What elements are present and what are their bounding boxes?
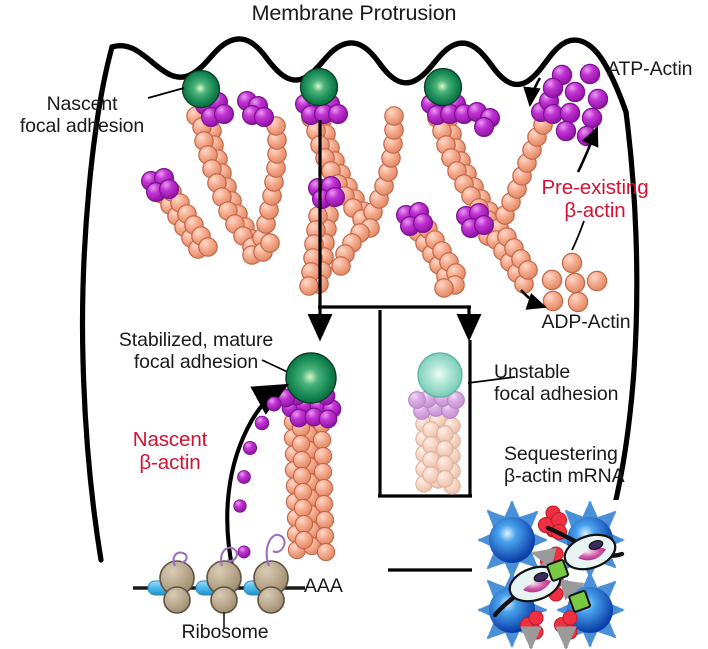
zbp-sphere-tl: [489, 517, 535, 563]
nascent-actin-cap-branch-right: [396, 202, 434, 237]
page-title: Membrane Protrusion: [251, 1, 457, 25]
unstable-focal-adhesion-bundle: [408, 352, 465, 495]
label-atp-actin: ATP-Actin: [607, 58, 693, 80]
atp-actin-pool: [542, 63, 609, 147]
label-nascent-beta-actin: Nascent β-actin: [132, 428, 208, 474]
ribosome-1: [159, 551, 195, 614]
label-poly-a-tail: AAA: [304, 575, 343, 597]
branched-actin-network: [141, 90, 563, 298]
adp-actin-pool: [541, 252, 608, 313]
label-pre-existing-beta-actin: Pre-existing β-actin: [541, 176, 649, 222]
nascent-actin-cap-v3-right: [456, 203, 495, 239]
distribution-arrow-tree: [307, 120, 482, 572]
nascent-actin-cap-adhesion-1: [195, 90, 275, 127]
nascent-beta-actin-trail: [225, 383, 289, 572]
actin-filament-branch-center: [299, 205, 339, 296]
green-marker-squares: [546, 558, 591, 613]
unstable-bundle-actin-shaft: [415, 411, 461, 495]
actin-filament-right-long: [486, 227, 538, 294]
unstable-bundle-pale-actin-cap: [408, 389, 465, 420]
nascent-actin-cap-branch-center: [308, 176, 346, 210]
cell-membrane-outline: [79, 36, 640, 563]
mature-focal-adhesion-bundle: [276, 352, 342, 562]
label-sequestering-beta-actin-mrna: Sequestering β-actin mRNA: [504, 443, 625, 487]
unstable-focal-adhesion-sphere: [417, 352, 463, 398]
label-stabilized-mature-focal-adhesion: Stabilized, mature focal adhesion: [118, 329, 274, 373]
label-nascent-focal-adhesion: Nascent focal adhesion: [19, 93, 145, 137]
label-ribosome: Ribosome: [181, 621, 269, 643]
ribosome-2: [206, 546, 242, 614]
mature-bundle-actin-shaft: [283, 408, 336, 562]
rnp-blob-1: [563, 533, 617, 571]
sequestering-mrna-complex: [476, 500, 625, 649]
ribosome-mrna-translation: [133, 533, 305, 628]
actin-recycling-arrows: [520, 77, 599, 310]
ribosome-3: [253, 533, 289, 614]
actin-filament-v1: [186, 106, 287, 265]
label-unstable-focal-adhesion: Unstable focal adhesion: [494, 361, 619, 405]
nascent-actin-cap-branch-left: [141, 168, 180, 203]
nascent-focal-adhesion-spheres: [181, 67, 463, 109]
nascent-actin-cap-far-right: [530, 90, 563, 124]
stable-focal-adhesion-sphere: [285, 352, 337, 404]
label-adp-actin: ADP-Actin: [541, 311, 631, 333]
